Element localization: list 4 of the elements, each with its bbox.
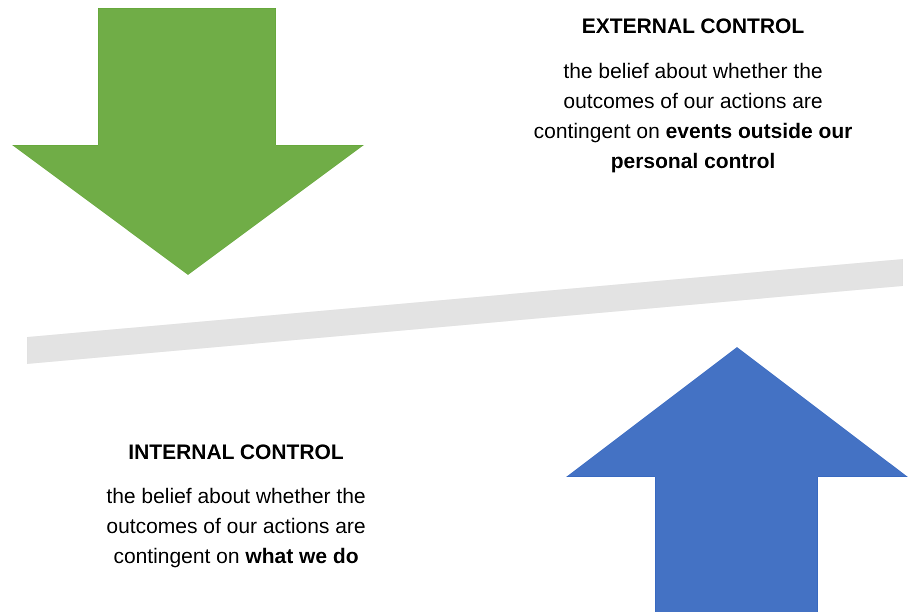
description-text: the belief about whether the outcomes of our actions are contingent on what we do <box>105 484 367 570</box>
heading: EXTERNAL CONTROL <box>580 14 806 40</box>
description-text: the belief about whether the outcomes of our actions are contingent on events outside our personal control <box>532 59 854 175</box>
heading: INTERNAL CONTROL <box>127 440 345 466</box>
